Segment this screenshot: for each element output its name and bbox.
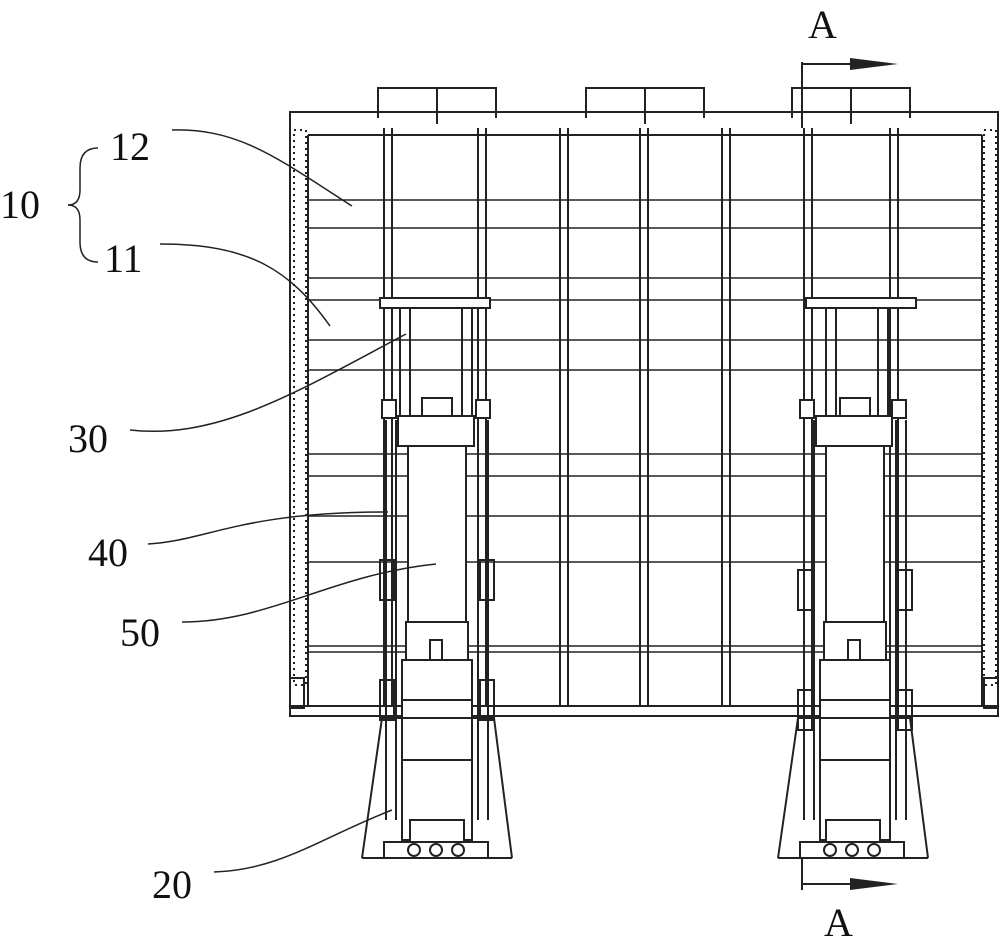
label-10: 10: [0, 182, 40, 227]
leader-50: [181, 563, 437, 623]
left-cylinder-head: [405, 621, 469, 663]
section-line-a: [801, 58, 898, 890]
leader-20: [213, 809, 393, 873]
label-12: 12: [110, 124, 150, 169]
label-11: 11: [104, 236, 143, 281]
leader-30: [129, 333, 407, 432]
right-base: [777, 717, 929, 859]
top-brackets: [377, 87, 911, 124]
left-cylinder-barrel: [401, 659, 473, 841]
leader-lines: [67, 129, 437, 873]
left-base: [361, 717, 513, 859]
section-label-top: A: [808, 2, 837, 47]
label-30: 30: [68, 416, 108, 461]
right-crosshead: [815, 415, 893, 447]
right-side-plate: [983, 129, 997, 686]
right-lift-assembly: [777, 297, 929, 859]
left-foot-block: [289, 677, 305, 709]
right-cylinder-head: [823, 621, 887, 663]
brace-upper: [67, 147, 99, 206]
label-40: 40: [88, 530, 128, 575]
label-20: 20: [152, 862, 192, 907]
right-top-plate: [805, 297, 917, 309]
left-crosshead: [397, 415, 475, 447]
left-cylinder-rod: [407, 445, 467, 623]
section-arrow-bottom: [850, 878, 898, 890]
left-side-plate: [293, 129, 307, 686]
leader-40: [147, 511, 389, 545]
right-cylinder-barrel: [819, 659, 891, 841]
right-cylinder-rod: [825, 445, 885, 623]
label-50: 50: [120, 610, 160, 655]
section-label-bottom: A: [824, 900, 853, 942]
leader-11: [159, 243, 331, 327]
left-lift-assembly: [361, 297, 513, 859]
section-arrow-top: [850, 58, 898, 70]
brace-lower: [67, 204, 99, 263]
leader-12: [171, 129, 353, 207]
left-top-plate: [379, 297, 491, 309]
right-foot-block: [983, 677, 999, 709]
